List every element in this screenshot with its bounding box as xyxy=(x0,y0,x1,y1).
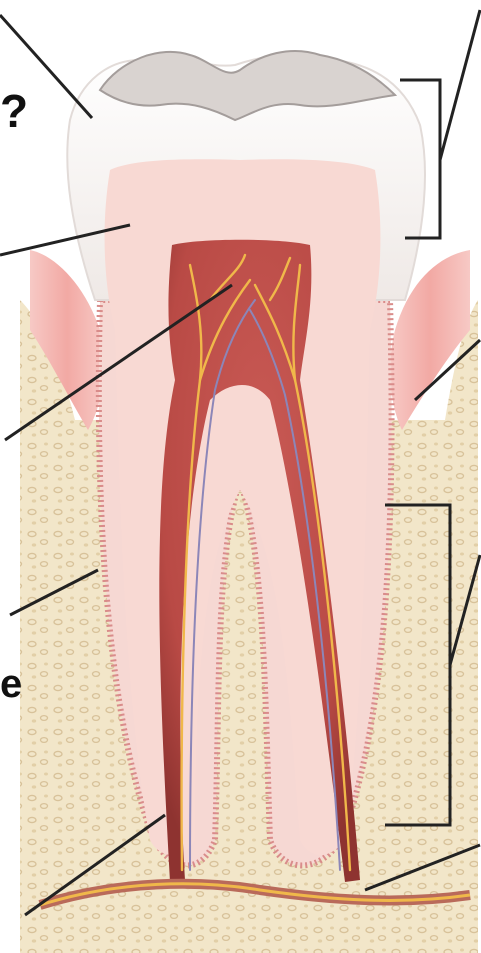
cropped-label-fragment-middle: e xyxy=(0,664,22,704)
cropped-label-fragment-top: ? xyxy=(0,88,28,134)
